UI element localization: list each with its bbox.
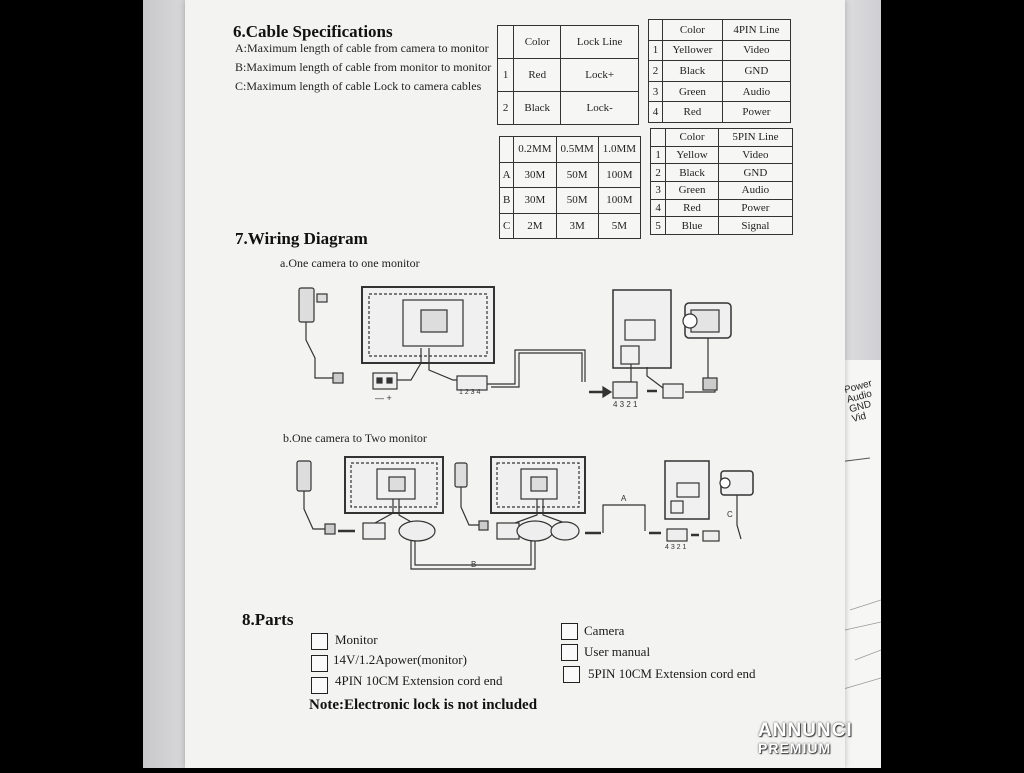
table-cell: Color bbox=[665, 128, 719, 147]
table-cell bbox=[648, 19, 663, 41]
table-cell: 30M bbox=[513, 161, 557, 188]
table-cell: 3 bbox=[649, 180, 667, 200]
wiring-subtitle-b: b.One camera to Two monitor bbox=[283, 431, 427, 445]
table-cell: Power bbox=[717, 198, 794, 218]
cable-b-description: B:Maximum length of cable from monitor t… bbox=[235, 60, 492, 74]
table-cell: Black bbox=[513, 91, 562, 125]
checkbox-camera[interactable] bbox=[561, 623, 578, 640]
table-cell: Power bbox=[721, 101, 792, 123]
table-cell: B bbox=[498, 187, 515, 214]
cable-a-description: A:Maximum length of cable from camera to… bbox=[235, 41, 489, 55]
wiring-diagram-b: B A C 4 3 2 1 bbox=[296, 456, 754, 570]
cable-c-description: C:Maximum length of cable Lock to camera… bbox=[235, 79, 482, 93]
checkbox-4pin-cord[interactable] bbox=[311, 677, 328, 694]
table-cell: 1 bbox=[648, 39, 663, 62]
table-cell: Red bbox=[665, 198, 719, 218]
table-cell: Color bbox=[513, 25, 562, 59]
part-label-5pin-cord: 5PIN 10CM Extension cord end bbox=[588, 666, 756, 681]
table-cell: Green bbox=[665, 180, 719, 200]
table-cell bbox=[498, 136, 515, 163]
part-label-camera: Camera bbox=[584, 623, 625, 638]
table-cell: A bbox=[498, 161, 515, 188]
table-cell: 5M bbox=[597, 212, 642, 239]
table-cell: 5 bbox=[649, 216, 667, 235]
table-cell: C bbox=[498, 212, 515, 239]
table-cell: 100M bbox=[597, 161, 642, 188]
checkbox-power-adapter[interactable] bbox=[311, 655, 328, 672]
pin-label-1234: 1 2 3 4 bbox=[459, 389, 481, 396]
table-cell: 1.0MM bbox=[597, 136, 642, 163]
link-label-a: A bbox=[621, 494, 627, 503]
table-cell: 0.5MM bbox=[555, 136, 599, 163]
table-cell: 3 bbox=[648, 80, 663, 103]
section-7-title: 7.Wiring Diagram bbox=[235, 229, 368, 248]
table-cell: 3M bbox=[555, 212, 599, 239]
table-cell: 5PIN Line bbox=[717, 128, 794, 147]
manual-page: 6.Cable Specifications A:Maximum length … bbox=[185, 0, 845, 768]
table-cell: 2 bbox=[496, 91, 515, 125]
watermark-line1: ANNUNCI bbox=[758, 720, 853, 741]
table-cell: Black bbox=[665, 163, 719, 182]
table-cell: 50M bbox=[555, 187, 599, 214]
table-cell: Video bbox=[717, 145, 794, 165]
table-cell: Lock+ bbox=[560, 58, 639, 92]
table-cell: GND bbox=[721, 60, 792, 82]
table-cell: 30M bbox=[513, 187, 557, 214]
table-cell: 2M bbox=[513, 212, 557, 239]
note-text: Note:Electronic lock is not included bbox=[309, 697, 538, 713]
table-cell: 4 bbox=[649, 198, 667, 218]
part-label-power-adapter: 14V/1.2Apower(monitor) bbox=[333, 652, 467, 667]
table-cell: Blue bbox=[665, 216, 719, 235]
pin-label-4321-b: 4 3 2 1 bbox=[665, 544, 687, 551]
pin-label-4321: 4 3 2 1 bbox=[613, 400, 638, 409]
part-label-user-manual: User manual bbox=[584, 644, 651, 659]
table-cell: 0.2MM bbox=[513, 136, 557, 163]
table-cell: 2 bbox=[648, 60, 663, 82]
table-cell: Audio bbox=[721, 80, 792, 103]
table-cell: Black bbox=[662, 60, 723, 82]
checkbox-user-manual[interactable] bbox=[561, 644, 578, 661]
link-label-b: B bbox=[471, 560, 476, 569]
table-cell: Red bbox=[662, 101, 723, 123]
table-cell bbox=[649, 128, 667, 147]
checkbox-5pin-cord[interactable] bbox=[563, 666, 580, 683]
table-cell: Video bbox=[721, 39, 792, 62]
checkbox-monitor[interactable] bbox=[311, 633, 328, 650]
part-label-monitor: Monitor bbox=[335, 632, 378, 647]
table-cell: 4 bbox=[648, 101, 663, 123]
table-cell: Green bbox=[662, 80, 723, 103]
part-label-4pin-cord: 4PIN 10CM Extension cord end bbox=[335, 673, 503, 688]
table-cell: Yellow bbox=[665, 145, 719, 165]
table-cell: 50M bbox=[555, 161, 599, 188]
wiring-subtitle-a: a.One camera to one monitor bbox=[280, 256, 420, 270]
table-cell: Yellower bbox=[662, 39, 723, 62]
table-cell: Red bbox=[513, 58, 562, 92]
table-cell: 2 bbox=[649, 163, 667, 182]
table-cell: Lock Line bbox=[560, 25, 639, 59]
table-cell: 4PIN Line bbox=[721, 19, 792, 41]
table-cell: Signal bbox=[717, 216, 794, 235]
polarity-label: — + bbox=[375, 393, 392, 403]
table-cell: Color bbox=[662, 19, 723, 41]
table-cell: Lock- bbox=[560, 91, 639, 125]
table-cell: 1 bbox=[496, 58, 515, 92]
watermark-line2: PREMIUM bbox=[758, 740, 832, 756]
table-cell: Audio bbox=[717, 180, 794, 200]
wiring-diagram-a: — + 1 2 3 4 4 3 2 1 bbox=[298, 286, 732, 409]
section-8-title: 8.Parts bbox=[242, 610, 294, 629]
table-cell: 1 bbox=[649, 145, 667, 165]
section-6-title: 6.Cable Specifications bbox=[233, 22, 393, 41]
link-label-c: C bbox=[727, 510, 733, 519]
table-cell bbox=[496, 25, 515, 59]
table-cell: GND bbox=[717, 163, 794, 182]
table-cell: 100M bbox=[597, 187, 642, 214]
